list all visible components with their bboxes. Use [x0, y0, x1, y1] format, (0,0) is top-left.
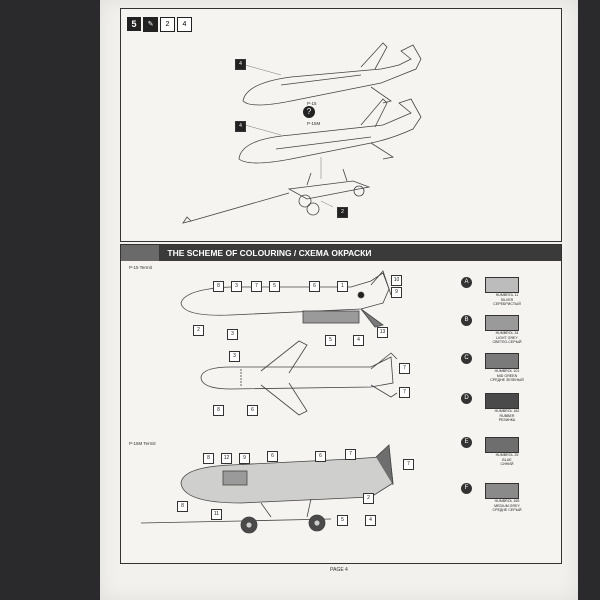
callout-v2-7b: 7: [399, 387, 410, 398]
swatch-color: [485, 353, 519, 369]
callout-v1-6: 6: [309, 281, 320, 292]
callout-v3-5: 5: [337, 515, 348, 526]
part-ref-2: 4: [177, 17, 192, 32]
callout-v3-7: 7: [345, 449, 356, 460]
missile-top-view: [200, 356, 394, 390]
colour-drawings: [140, 270, 398, 534]
callout-v1-8: 8: [213, 281, 224, 292]
variant-label-p15m: P-15M: [307, 121, 321, 126]
swatch-color: [485, 315, 519, 331]
callout-v3-7b: 7: [403, 459, 414, 470]
scheme-banner: THE SCHEME OF COLOURING / СХЕМА ОКРАСКИ: [121, 245, 561, 261]
callout-4-upper: 4: [235, 59, 246, 70]
brand-logo: [121, 245, 159, 261]
callout-4-lower: 4: [235, 121, 246, 132]
swatch-letter: E: [461, 437, 472, 448]
variant-1-label: P-15 Termit: [129, 265, 152, 270]
swatch-letter: C: [461, 353, 472, 364]
callout-v1-9: 9: [391, 287, 402, 298]
swatch-color: [485, 437, 519, 453]
swatch-letter: D: [461, 393, 472, 404]
callout-v3-2: 2: [363, 493, 374, 504]
callout-v3-8: 8: [203, 453, 214, 464]
callout-v2-7a: 7: [399, 363, 410, 374]
callout-v2-6: 6: [247, 405, 258, 416]
callout-v3-12: 12: [221, 453, 232, 464]
page-number: PAGE 4: [330, 567, 348, 573]
callout-v1-13: 13: [377, 327, 388, 338]
question-icon: ?: [303, 106, 315, 118]
callout-v1-5: 5: [269, 281, 280, 292]
step-icons: ✎ 2 4: [143, 17, 192, 32]
callout-v3-4: 4: [365, 515, 376, 526]
callout-v1-4: 4: [353, 335, 364, 346]
part-ref-1: 2: [160, 17, 175, 32]
scheme-title: THE SCHEME OF COLOURING / СХЕМА ОКРАСКИ: [167, 248, 372, 258]
callout-v3-9: 9: [239, 453, 250, 464]
callout-v3-8b: 8: [177, 501, 188, 512]
callout-v3-11: 11: [211, 509, 222, 520]
callout-v2-8: 8: [213, 405, 224, 416]
assembly-drawing: [182, 42, 422, 224]
callout-v1-1: 1: [337, 281, 348, 292]
belly-fairing: [302, 310, 360, 324]
assembly-step-panel: 5 ✎ 2 4: [120, 8, 562, 242]
callout-v1-10: 10: [391, 275, 402, 286]
instruction-sheet: 5 ✎ 2 4: [100, 0, 578, 600]
tow-bar: [190, 192, 290, 222]
variant-2-label: P-15M Termit: [129, 441, 156, 446]
variant-label-p15: P-15: [307, 101, 317, 106]
callout-v1-2: 2: [193, 325, 204, 336]
swatch-color: [485, 483, 519, 499]
trolley-wheel: [298, 194, 312, 208]
callout-v1-7: 7: [251, 281, 262, 292]
swatch-color: [485, 277, 519, 293]
trolley-frame: [287, 180, 371, 200]
swatch-letter: A: [461, 277, 472, 288]
callout-v1-3: 3: [231, 281, 242, 292]
callout-v3-6: 6: [267, 451, 278, 462]
missile-lower: [238, 98, 422, 164]
glue-icon: ✎: [143, 17, 158, 32]
swatch-color: [485, 393, 519, 409]
callout-v1-5b: 5: [325, 335, 336, 346]
colouring-scheme-panel: THE SCHEME OF COLOURING / СХЕМА ОКРАСКИ …: [120, 244, 562, 564]
step-number: 5: [127, 17, 141, 31]
swatch-letter: F: [461, 483, 472, 494]
callout-v2-3: 3: [229, 351, 240, 362]
swatch-letter: B: [461, 315, 472, 326]
missile-upper: [242, 44, 422, 106]
callout-v1-3b: 3: [227, 329, 238, 340]
callout-2: 2: [337, 207, 348, 218]
callout-v3-6b: 6: [315, 451, 326, 462]
